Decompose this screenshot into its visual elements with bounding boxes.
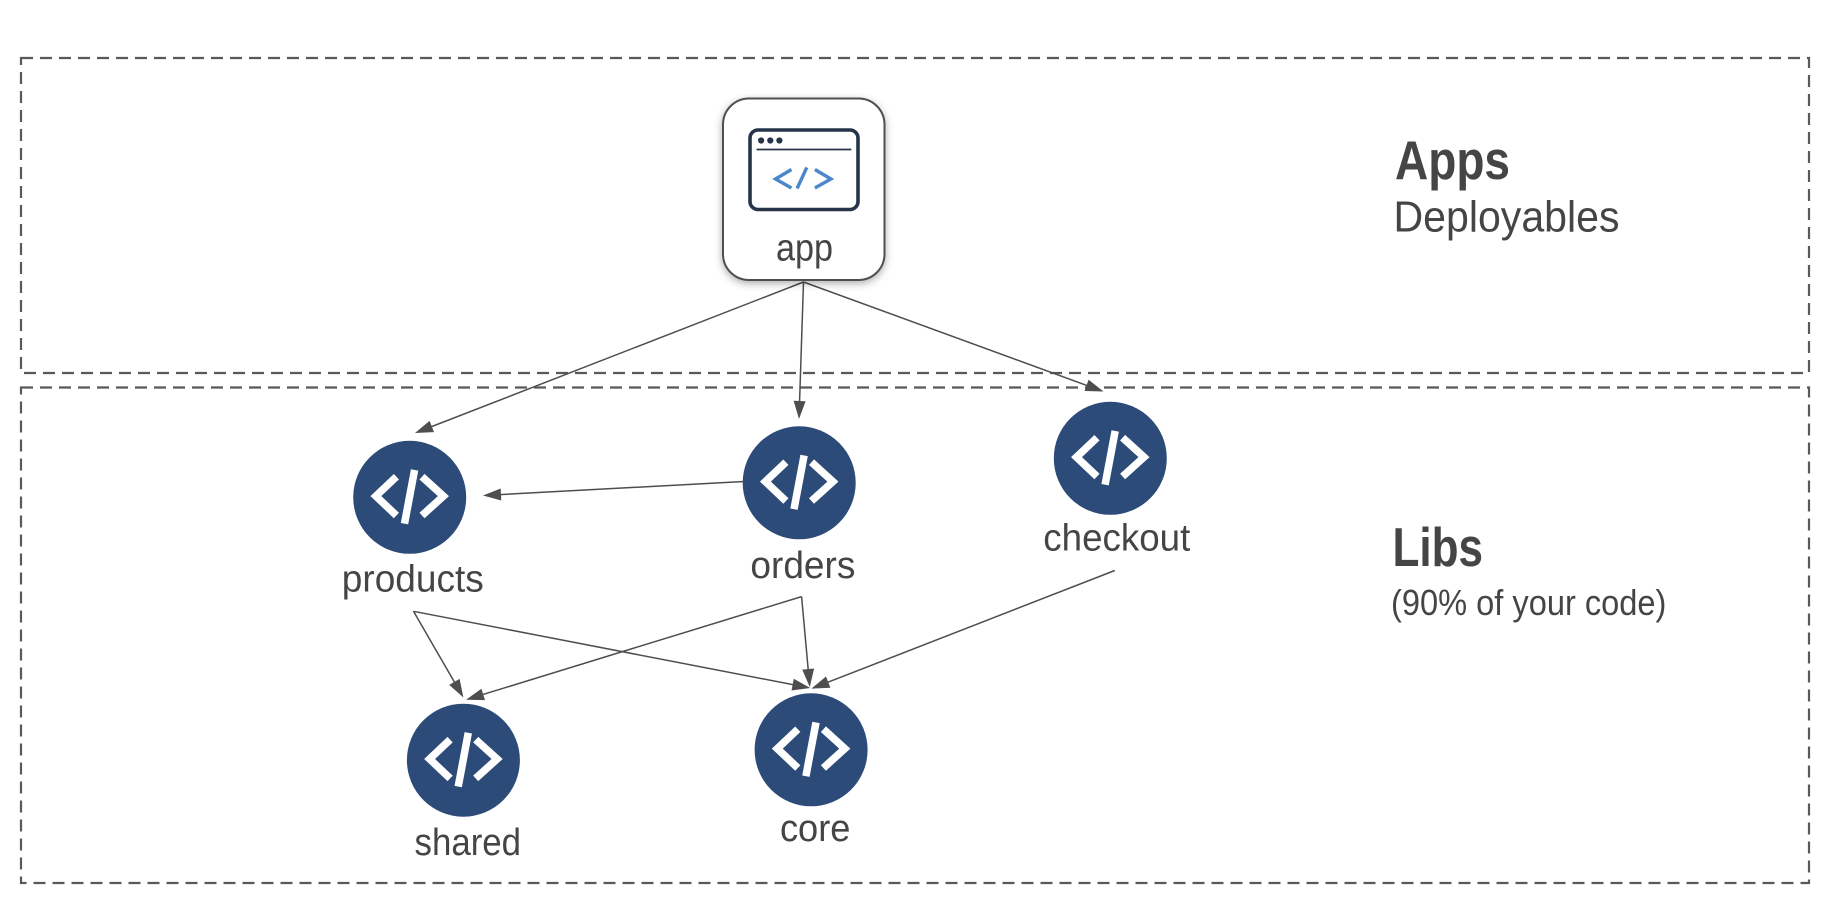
svg-text:Apps: Apps — [1395, 129, 1510, 191]
svg-text:shared: shared — [415, 822, 522, 864]
svg-text:checkout: checkout — [1043, 518, 1190, 560]
svg-text:core: core — [780, 808, 851, 850]
svg-text:Deployables: Deployables — [1394, 193, 1620, 242]
svg-text:Libs: Libs — [1393, 516, 1484, 578]
svg-text:products: products — [342, 559, 484, 601]
svg-text:app: app — [776, 228, 833, 270]
svg-text:(90% of your code): (90% of your code) — [1391, 582, 1666, 623]
svg-text:orders: orders — [750, 545, 855, 587]
